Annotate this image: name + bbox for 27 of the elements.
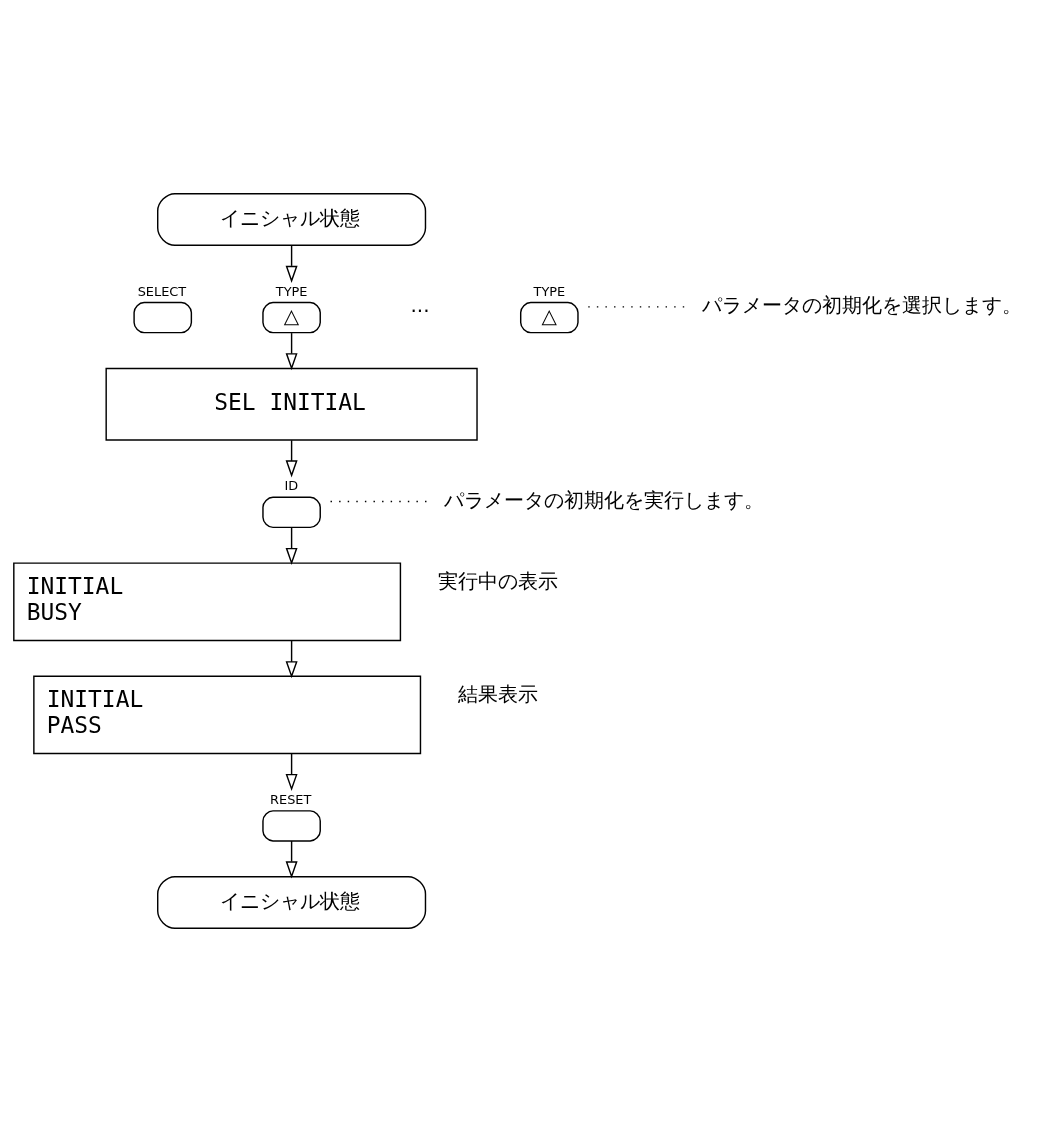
node-box: [262, 809, 321, 842]
arrow: [285, 639, 298, 678]
node-box: イニシャル状態: [157, 192, 427, 246]
arrow: [285, 752, 298, 791]
node-box: △: [520, 301, 579, 333]
node-box: イニシャル状態: [157, 875, 427, 929]
node-label: TYPE: [275, 283, 308, 299]
node-box: [133, 301, 193, 333]
node-label: 実行中の表示: [437, 568, 558, 593]
node-label: ID: [284, 477, 299, 493]
node-label: SELECT: [137, 283, 187, 299]
label: ...: [410, 292, 430, 317]
node-text: パラメータの初期化を選択します。: [701, 292, 1022, 317]
node-box: SEL INITIAL: [105, 367, 478, 441]
node-label: RESET: [270, 791, 312, 807]
node-box: INITIAL BUSY: [13, 561, 402, 641]
node-box: [262, 496, 321, 528]
arrow: [285, 439, 298, 477]
node-box: INITIAL PASS: [33, 675, 422, 754]
node-text: パラメータの初期化を実行します。: [444, 487, 765, 512]
node-box: △: [262, 301, 321, 333]
node-label: 結果表示: [457, 681, 538, 706]
arrow: [285, 331, 298, 370]
node-label: TYPE: [533, 283, 566, 299]
arrow: [285, 526, 298, 565]
arrow: [285, 839, 298, 879]
arrow: [285, 244, 298, 283]
